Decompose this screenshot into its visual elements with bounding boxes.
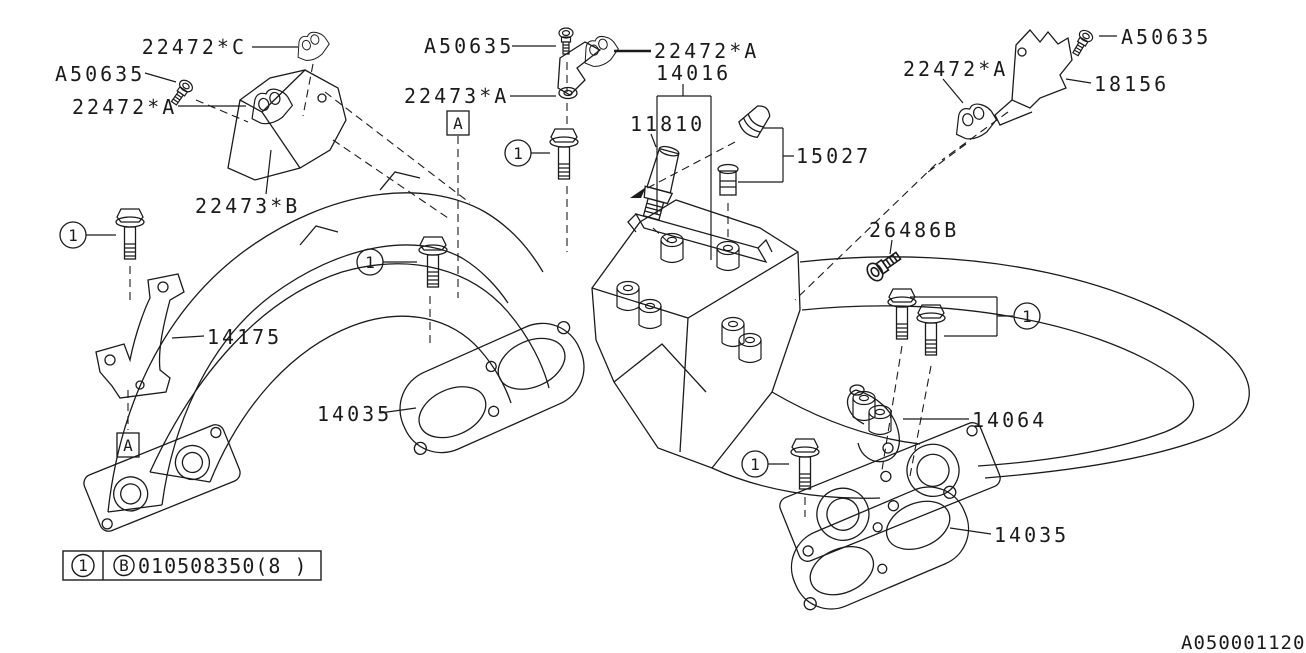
- ref1-label: 1: [750, 455, 760, 474]
- part-14175-bracket: [95, 273, 185, 399]
- bracket-18156-assembly: [950, 27, 1096, 143]
- callout-22473b: 22473*B: [195, 194, 300, 218]
- bracket-22473b-assembly: [167, 28, 347, 181]
- callout-leader-lines: [86, 35, 1117, 535]
- sensor-26486b: [863, 247, 905, 285]
- ref1-marker-left: 1: [59, 221, 87, 249]
- callout-22472a-mid: 22472*A: [654, 39, 759, 63]
- ref1-label: 1: [513, 144, 523, 163]
- ref1-marker-bottom: 1: [741, 450, 769, 478]
- view-a-label: A: [123, 436, 133, 455]
- ref1-marker-mid-upper: 1: [504, 139, 532, 167]
- legend-bolt-marker-label: B: [119, 556, 129, 575]
- view-a-marker-mid: A: [446, 110, 470, 136]
- bolt-right-2: [916, 304, 946, 356]
- ref1-marker-mid-lower: 1: [356, 248, 384, 276]
- legend-bolt-part-code: 010508350(8 ): [138, 554, 308, 578]
- callout-a50635-mid: A50635: [424, 34, 514, 58]
- manifold-line-art: [83, 27, 1250, 611]
- plenum-chamber: [591, 199, 801, 469]
- callout-22472c: 22472*C: [142, 35, 247, 59]
- sensor-15027: [738, 105, 771, 139]
- part-14064-support: [846, 384, 900, 463]
- callout-14035-right: 14035: [994, 523, 1069, 547]
- callout-22473a: 22473*A: [404, 84, 509, 108]
- bolt-mid-lower: [418, 236, 448, 288]
- callout-22472a-left: 22472*A: [72, 95, 177, 119]
- ref1-marker-right: 1: [1013, 302, 1041, 330]
- gasket-14035-right: [790, 485, 970, 611]
- callout-26486b: 26486B: [869, 218, 959, 242]
- sensor-11810: [642, 145, 680, 221]
- bolt-mid-upper: [549, 128, 579, 180]
- reference-markers: 1 1 1 1 1 A A: [59, 110, 1041, 478]
- right-runner-arches: [711, 256, 1250, 499]
- left-runner-arches: [107, 171, 550, 513]
- view-a-label: A: [453, 114, 463, 133]
- callout-14175: 14175: [207, 325, 282, 349]
- left-runner-flange: [83, 424, 241, 532]
- bracket-22473a-assembly: [557, 27, 622, 100]
- ref1-label: 1: [68, 226, 78, 245]
- ref1-label: 1: [1022, 307, 1032, 326]
- ref1-label: 1: [365, 253, 375, 272]
- view-a-marker-left: A: [116, 432, 140, 458]
- callout-14035-left: 14035: [317, 402, 392, 426]
- bolt-left: [115, 208, 145, 260]
- callout-14016: 14016: [656, 61, 731, 85]
- callout-11810: 11810: [630, 112, 705, 136]
- drawing-code: A050001120: [1181, 632, 1305, 653]
- right-runner-flange: [779, 422, 1001, 562]
- assembly-guide-lines: [127, 62, 1009, 517]
- callout-18156: 18156: [1094, 72, 1169, 96]
- callout-22472a-right: 22472*A: [903, 57, 1008, 81]
- part-callouts: 22472*C A50635 22472*A 22473*B A50635 22…: [55, 25, 1211, 547]
- plug-15027: [717, 163, 739, 196]
- insertion-arrowhead: [630, 187, 646, 198]
- callout-14064: 14064: [972, 408, 1047, 432]
- callout-15027: 15027: [796, 144, 871, 168]
- bolt-bottom: [790, 438, 820, 490]
- gasket-14035-left: [399, 320, 585, 456]
- callout-a50635-right: A50635: [1121, 25, 1211, 49]
- callout-a50635-left: A50635: [55, 62, 145, 86]
- legend-table: 1 B 010508350(8 ): [62, 550, 322, 581]
- legend-ref1-label: 1: [78, 556, 88, 575]
